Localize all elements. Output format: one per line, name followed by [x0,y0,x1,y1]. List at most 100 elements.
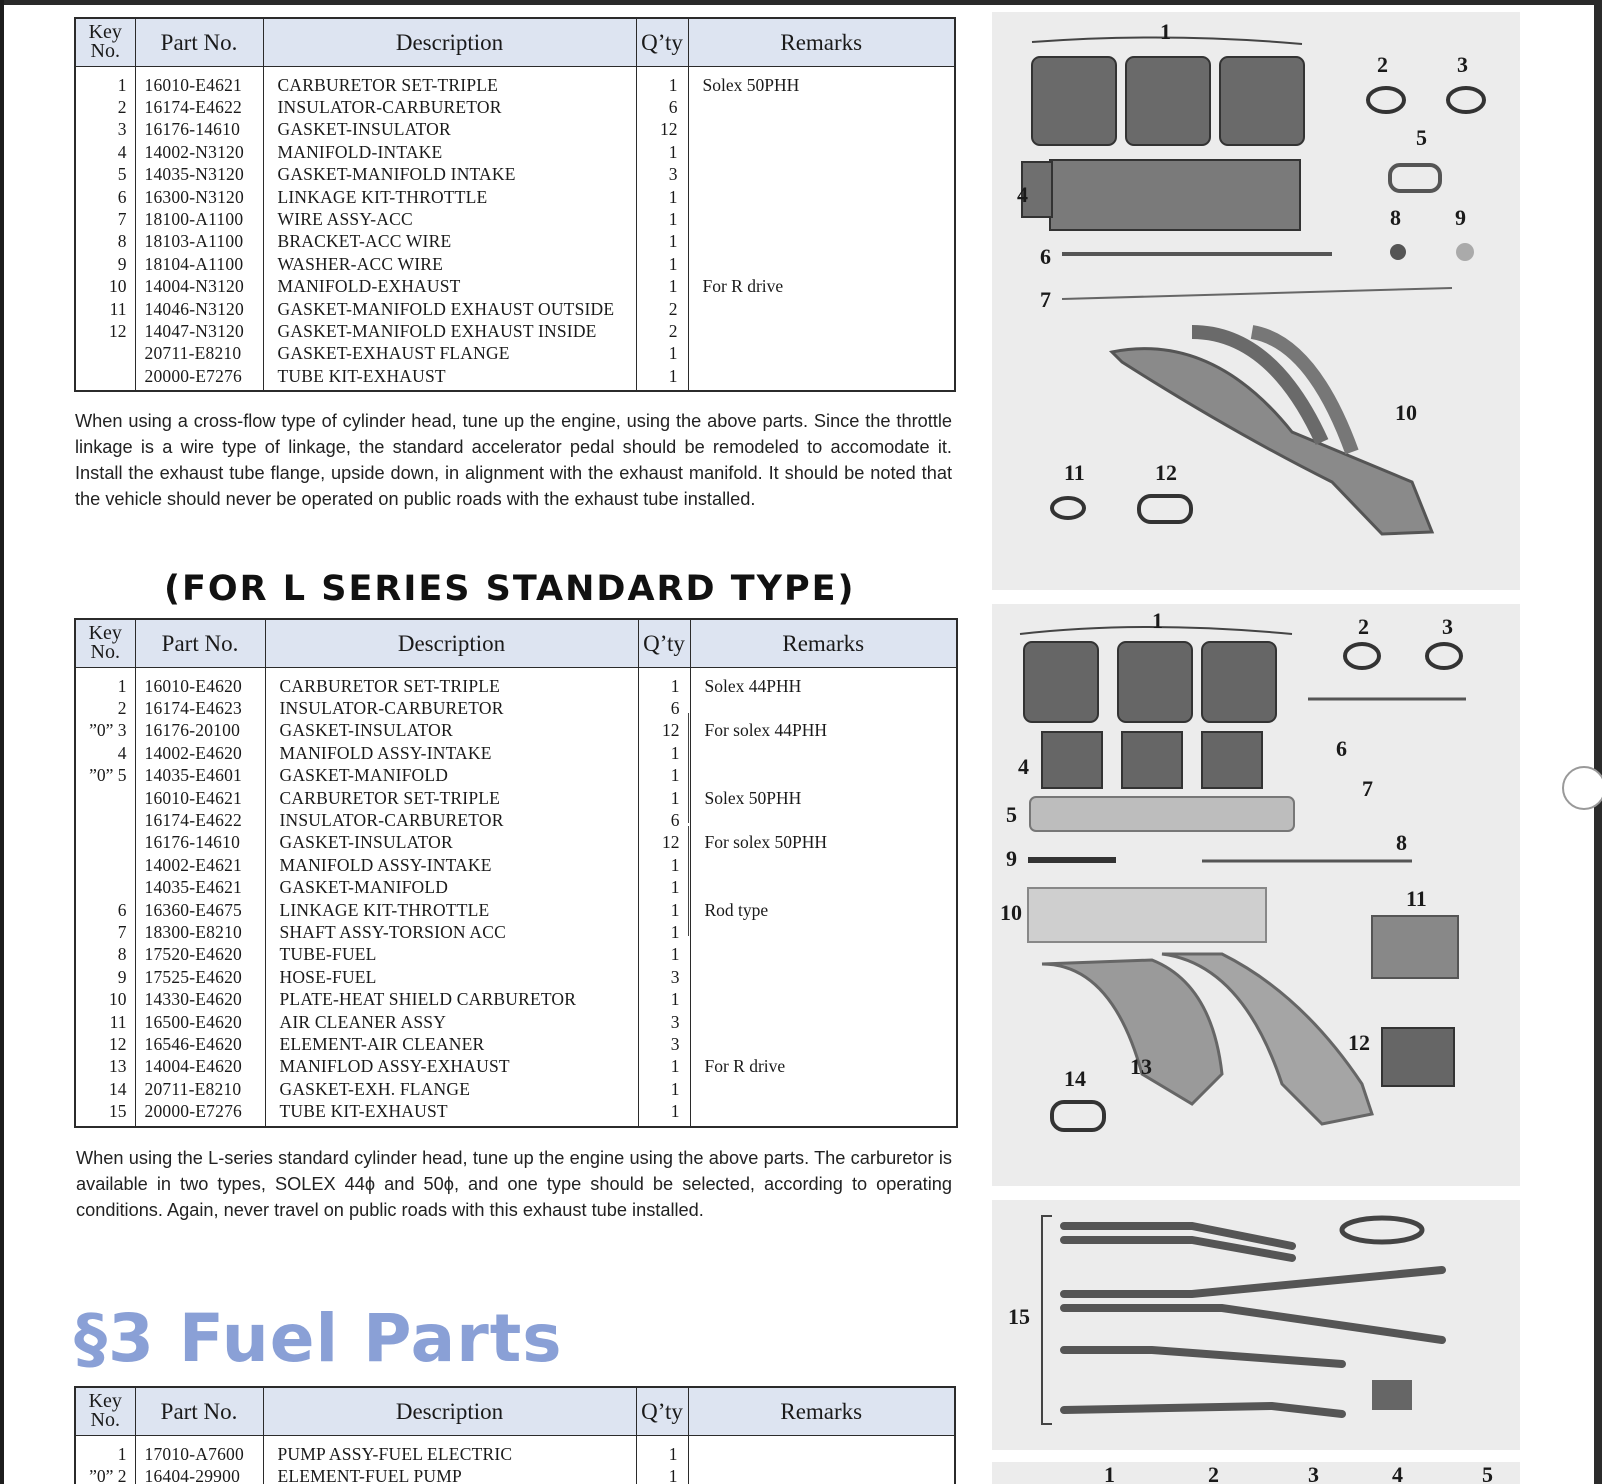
description-cell: GASKET-EXH. FLANGE [265,1077,639,1101]
quantity-cell: 1 [638,667,691,697]
quantity-cell: 1 [636,230,689,253]
figure-label: 1 [1152,608,1163,633]
remarks-cell [690,809,957,831]
part-number-cell: 20000-E7276 [135,1100,266,1127]
description-cell: WIRE ASSY-ACC [263,207,637,231]
figure-label: 5 [1416,125,1427,150]
figure-label: 1 [1160,19,1171,44]
part-number-cell: 14004-N3120 [135,275,264,298]
quantity-cell: 1 [638,764,691,787]
key-cell: 8 [75,230,136,253]
description-cell: GASKET-MANIFOLD EXHAUST OUTSIDE [263,297,637,320]
description-cell: CARBURETOR SET-TRIPLE [263,66,637,96]
remarks-cell [688,365,955,391]
quantity-cell: 1 [638,1100,691,1127]
key-cell [75,853,136,877]
parts-photo-exhaust-tube-kit: 15 [992,1200,1520,1450]
remarks-cell [690,876,957,898]
remarks-cell [688,298,955,320]
figure-label: 12 [1348,1030,1370,1055]
figure-label: 10 [1000,900,1022,925]
quantity-cell: 6 [638,808,691,832]
key-cell [75,364,136,392]
left-edge [0,0,4,1484]
remarks-cell [688,342,955,364]
key-cell [75,876,136,899]
section-name: Fuel Parts [178,1300,563,1377]
part-number-cell: 14035-E4621 [135,876,266,899]
description-cell: CARBURETOR SET-TRIPLE [265,667,639,697]
remarks-cell [690,943,957,965]
part-number-cell: 16176-14610 [135,831,266,854]
quantity-cell: 1 [636,1435,689,1465]
description-cell: GASKET-EXHAUST FLANGE [263,342,637,365]
quantity-cell: 1 [638,876,691,899]
quantity-cell: 1 [638,1055,691,1078]
part-number-cell: 16360-E4675 [135,898,266,921]
key-cell: 10 [75,275,136,298]
quantity-cell: 1 [638,920,691,944]
remarks-cell [690,742,957,764]
figure-label: 3 [1442,614,1453,639]
key-cell: 12 [75,319,136,343]
quantity-cell: 12 [636,118,689,141]
remarks-cell: Solex 44PHH [704,675,802,696]
parts-photo-fuel: 1 2 3 4 5 [992,1462,1520,1484]
key-cell: 13 [75,1055,136,1078]
description-cell: PUMP ASSY-FUEL ELECTRIC [263,1435,637,1465]
figure-label: 9 [1006,846,1017,871]
part-number-cell: 20711-E8210 [135,342,264,365]
figure-label: 3 [1308,1462,1319,1484]
remarks-cell: Solex 50PHH [704,787,802,808]
description-cell: GASKET-MANIFOLD EXHAUST INSIDE [263,319,637,343]
figure-label: 2 [1208,1462,1219,1484]
remarks-cell [690,921,957,943]
figure-label: 7 [1362,776,1373,801]
remarks-cell [688,186,955,208]
description-cell: MANIFLOD ASSY-EXHAUST [265,1055,639,1078]
crossflow-note: When using a cross-flow type of cylinder… [75,411,952,509]
remarks-cell [690,1100,957,1126]
key-cell: 4 [75,140,136,164]
quantity-cell: 1 [636,1464,689,1484]
col-desc: Description [263,1387,637,1436]
col-desc: Description [265,619,639,668]
description-cell: TUBE-FUEL [265,943,639,966]
section-title-l-series: (FOR L SERIES STANDARD TYPE) [164,569,856,609]
description-cell: MANIFOLD-INTAKE [263,140,637,164]
remarks-cell [688,1435,955,1465]
part-number-cell: 16176-14610 [135,118,264,141]
figure-label: 6 [1040,244,1051,269]
section-number: §3 [74,1300,155,1377]
remarks-cell [688,118,955,140]
part-number-cell: 14035-E4601 [135,764,266,787]
quantity-cell: 1 [636,342,689,365]
remarks-cell [688,320,955,342]
part-number-cell: 18104-A1100 [135,252,264,276]
figure-label: 7 [1040,287,1051,312]
figure-label: 9 [1455,205,1466,230]
remarks-cell: For R drive [702,276,784,297]
figure-label: 8 [1390,205,1401,230]
description-cell: INSULATOR-CARBURETOR [263,95,637,119]
description-cell: PLATE-HEAT SHIELD CARBURETOR [265,988,639,1011]
bracket-50phh [688,826,698,936]
remarks-cell [690,1078,957,1100]
